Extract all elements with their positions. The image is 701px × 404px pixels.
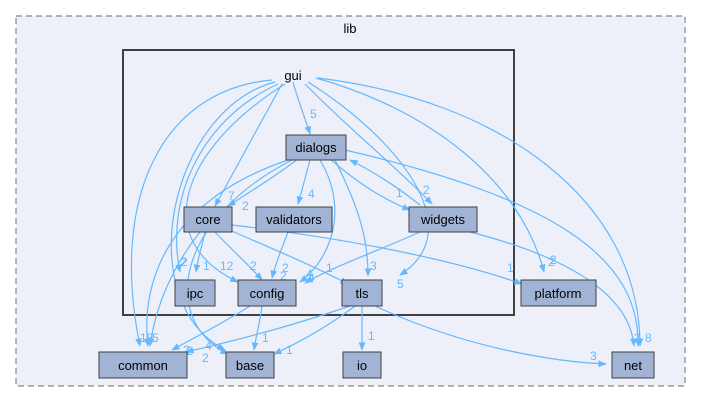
edge-label-dialogs-validators: 4 [308, 187, 315, 201]
node-net[interactable]: net [611, 351, 655, 379]
edge-label-gui-net: 8 [645, 331, 652, 345]
edge-label-validators-config: 2 [282, 261, 289, 275]
edge-label-gui-config-12: 12 [220, 259, 234, 273]
node-config-label: config [250, 286, 285, 301]
node-ipc[interactable]: ipc [174, 279, 216, 307]
cluster-gui-inner [122, 49, 515, 316]
edge-label-gui-dialogs: 5 [310, 107, 317, 121]
edge-label-gui-tls: 5 [397, 277, 404, 291]
node-base[interactable]: base [225, 351, 275, 379]
edge-gui-platform [315, 77, 546, 273]
edge-tls-base [273, 305, 356, 355]
edge-label-widgets-net: 2 [550, 253, 557, 267]
edge-widgets-dialogs [349, 159, 421, 206]
edge-label-common-2: 2 [183, 343, 190, 357]
node-platform-label: platform [535, 286, 582, 301]
edge-gui-core [214, 83, 283, 207]
edge-label-dialogs-core: 2 [242, 199, 249, 213]
node-ipc-label: ipc [187, 286, 204, 301]
edge-label-tls-io: 1 [368, 329, 375, 343]
edge-label-gui-common: 18 [140, 331, 154, 345]
edge-label-core-common: 5 [152, 331, 159, 345]
cluster-lib-label: lib [343, 21, 356, 36]
edge-label-dialogs-widgets: 2 [423, 183, 430, 197]
node-gui[interactable]: gui [284, 68, 301, 83]
node-widgets-label: widgets [420, 212, 466, 227]
node-common[interactable]: common [98, 351, 188, 379]
edge-dialogs-common [143, 159, 289, 347]
edge-label-gui-core: 7 [228, 189, 235, 203]
edge-label-widgets-dialogs: 1 [396, 186, 403, 200]
node-dialogs-label: dialogs [295, 140, 337, 155]
edge-widgets-config [304, 231, 421, 284]
edge-label-core-tls: 1 [326, 261, 333, 275]
edge-label-tls-common: 4 [205, 339, 212, 353]
edge-core-ipc [193, 231, 206, 273]
edge-label-core-config: 2 [250, 259, 257, 273]
node-platform[interactable]: platform [520, 279, 597, 307]
node-io[interactable]: io [342, 351, 382, 379]
node-base-label: base [236, 358, 264, 373]
edge-core-config [214, 231, 263, 281]
edge-validators-config [270, 231, 289, 279]
edge-label-gui-ipc: 2 [180, 255, 187, 269]
node-io-label: io [357, 358, 367, 373]
edge-label-tls-base: 1 [286, 343, 293, 357]
node-validators[interactable]: validators [255, 206, 333, 233]
edge-tls-common [185, 305, 351, 354]
edge-gui-ipc [175, 83, 279, 273]
edge-config-base [251, 305, 263, 351]
node-tls[interactable]: tls [341, 279, 383, 307]
edge-label-gui-config-2: 2 [280, 269, 287, 283]
edge-label-dialogs-net: 2 [634, 331, 641, 345]
edge-label-dialogs-config: 4 [306, 267, 313, 281]
edge-core-common [147, 231, 201, 347]
edge-gui-net [317, 77, 644, 347]
node-common-label: common [118, 358, 168, 373]
node-dialogs[interactable]: dialogs [285, 134, 347, 161]
edge-label-gui-platform: 2 [548, 255, 555, 269]
edge-label-gui-base: 2 [202, 351, 209, 365]
edge-gui-common [130, 79, 273, 347]
edge-label-dialogs-tls: 3 [370, 259, 377, 273]
edge-gui-dialogs [292, 81, 311, 135]
node-tls-label: tls [356, 286, 370, 301]
edge-dialogs-tls [334, 159, 372, 277]
node-core[interactable]: core [183, 206, 233, 233]
edge-label-core-ipc: 1 [203, 259, 210, 273]
edge-gui-base [170, 81, 276, 351]
edge-gui-config [185, 83, 286, 283]
edge-tls-net [374, 305, 607, 368]
node-net-label: net [624, 358, 642, 373]
edge-label-tls-net: 3 [590, 349, 597, 363]
edge-gui-widgets [304, 83, 433, 205]
edge-label-config-base: 1 [262, 331, 269, 345]
edge-label-config-common: 2 [186, 344, 193, 358]
edge-label-core-platform: 1 [507, 261, 514, 275]
edge-config-common [171, 305, 251, 351]
edge-dialogs-net [344, 149, 642, 347]
edge-label-core-ipc-2: 2 [181, 255, 188, 269]
edge-dialogs-base [186, 159, 293, 355]
edge-core-tls [224, 227, 349, 285]
edge-dialogs-core [227, 158, 299, 207]
node-core-label: core [195, 212, 220, 227]
edge-dialogs-validators [296, 159, 311, 205]
edge-label-widgets-config: 4 [308, 271, 315, 285]
node-config[interactable]: config [237, 279, 297, 307]
node-validators-label: validators [266, 212, 322, 227]
node-widgets[interactable]: widgets [408, 206, 478, 233]
